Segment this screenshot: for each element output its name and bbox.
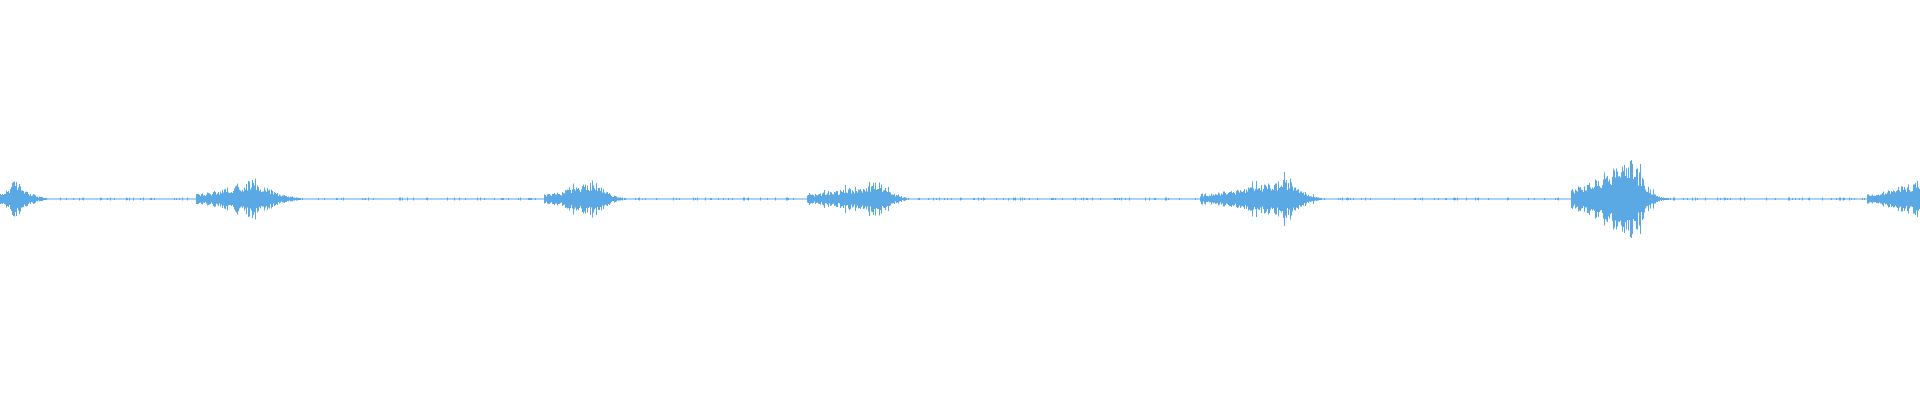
waveform-burst-3[interactable] [543,179,633,218]
waveform-path [0,159,1920,239]
waveform-burst-1[interactable] [0,178,58,220]
waveform-burst-5[interactable] [1200,178,1334,220]
waveform-burst-6[interactable] [1571,156,1671,243]
waveform-burst-7[interactable] [1866,179,1920,218]
waveform-burst-2[interactable] [196,178,317,220]
waveform-bars [0,159,1920,239]
waveform-burst-4[interactable] [806,181,917,217]
